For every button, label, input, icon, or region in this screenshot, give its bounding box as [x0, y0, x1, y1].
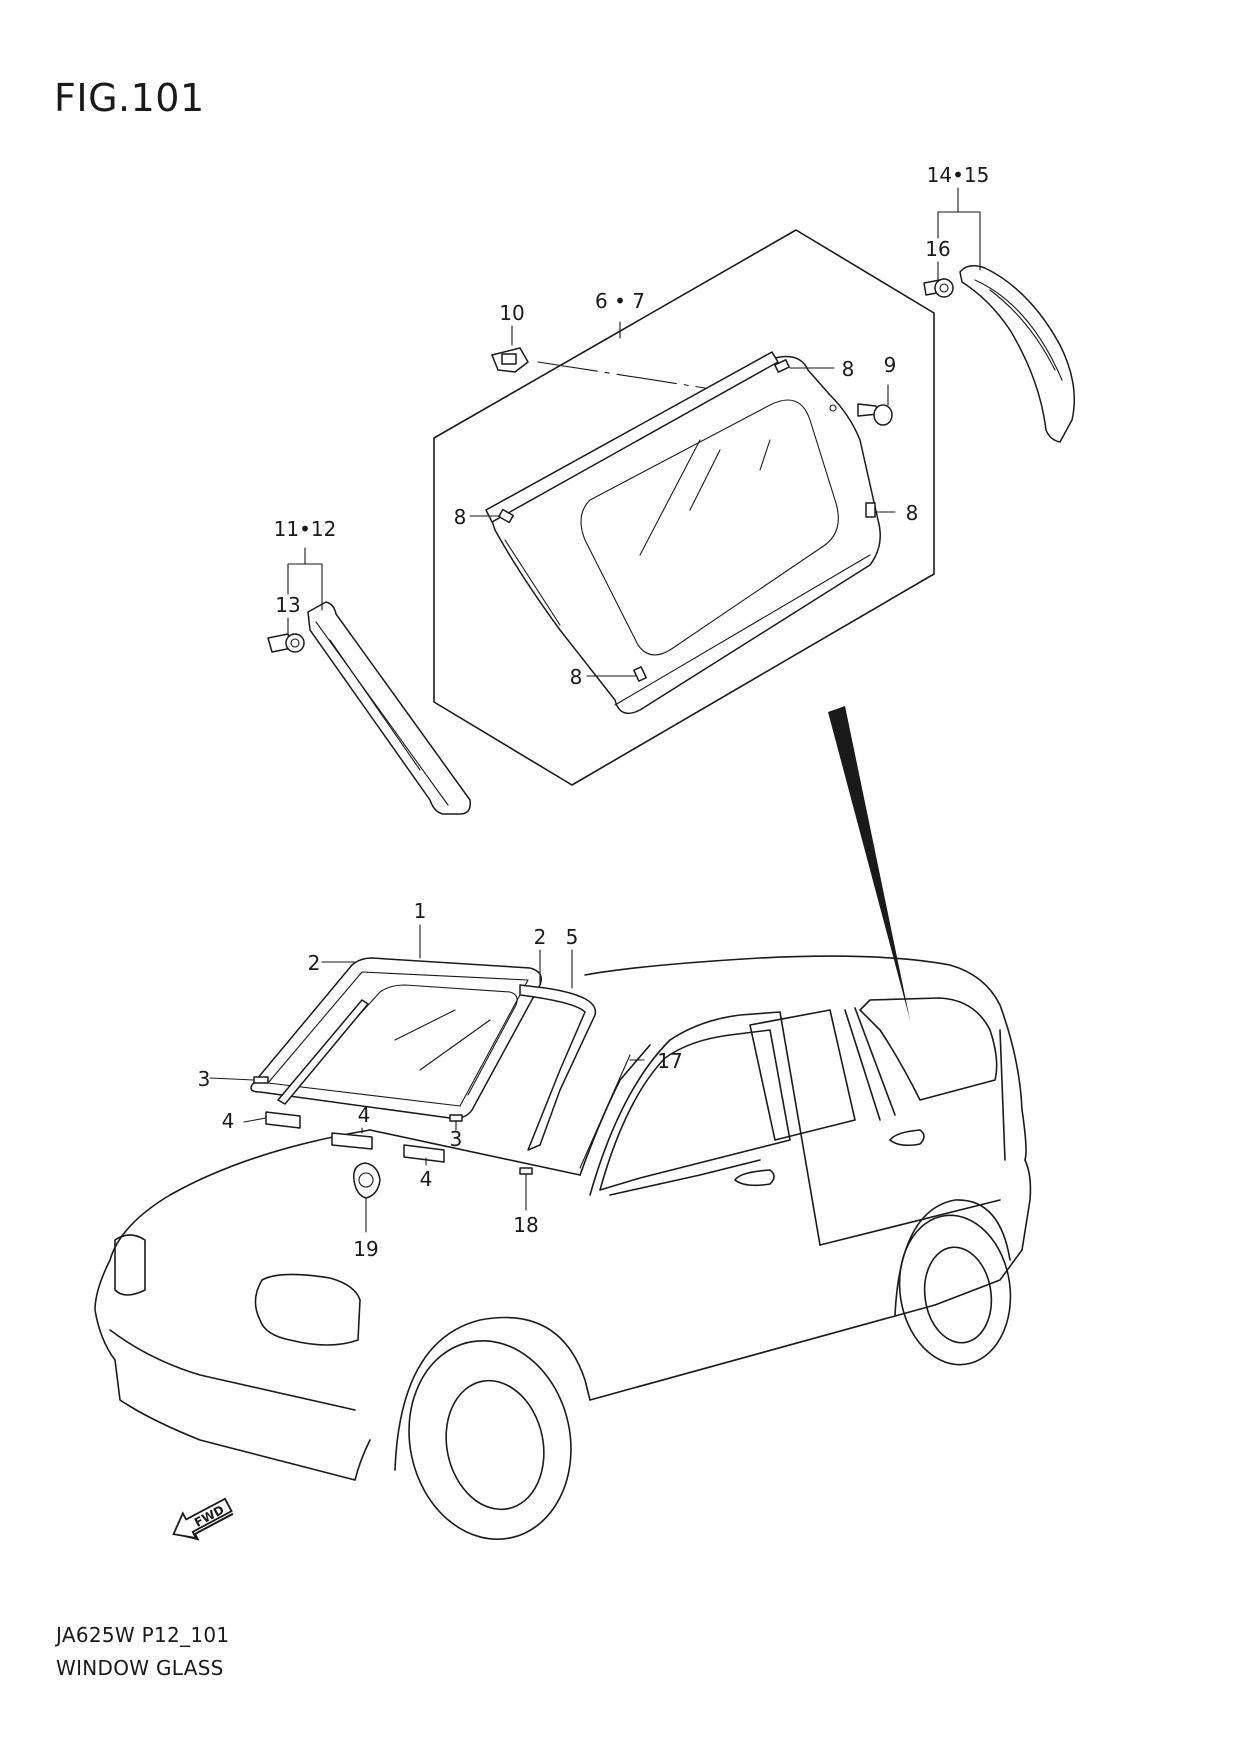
callout-10: 10: [499, 301, 524, 325]
callout-labels: 1 2 2 5 3 4 4 3 4 17 18 19 6 • 7 10 8 9 …: [198, 163, 990, 1261]
callout-1: 1: [414, 899, 427, 923]
callout-11-12: 11•12: [274, 517, 337, 541]
callout-18: 18: [513, 1213, 538, 1237]
fwd-arrow-icon: FWD: [172, 1497, 234, 1541]
pointer-wedge: [828, 706, 910, 1020]
callout-5: 5: [566, 925, 579, 949]
quarter-glass-group: [433, 229, 935, 786]
diagram-code: JA625W P12_101: [56, 1623, 230, 1647]
callout-9: 9: [884, 353, 897, 377]
callout-3: 3: [450, 1127, 463, 1151]
callout-4: 4: [358, 1103, 371, 1127]
callout-8: 8: [454, 505, 467, 529]
grommet-icon: [267, 633, 305, 653]
callout-17: 17: [657, 1049, 682, 1073]
callout-8: 8: [570, 665, 583, 689]
callout-6-7: 6 • 7: [595, 289, 645, 313]
diagram-name: WINDOW GLASS: [56, 1656, 224, 1680]
front-pillar-moulding: [307, 601, 471, 815]
callout-19: 19: [353, 1237, 378, 1261]
rear-quarter-moulding: [959, 265, 1075, 443]
callout-3: 3: [198, 1067, 211, 1091]
callout-14-15: 14•15: [927, 163, 990, 187]
clip-icon: [491, 347, 529, 373]
callout-4: 4: [420, 1167, 433, 1191]
windshield-assembly: [250, 957, 631, 1199]
callout-8: 8: [842, 357, 855, 381]
clip-icon: [923, 278, 954, 298]
callout-8: 8: [906, 501, 919, 525]
callout-16: 16: [925, 237, 950, 261]
leader-lines: [209, 187, 981, 1233]
callout-4: 4: [222, 1109, 235, 1133]
callout-13: 13: [275, 593, 300, 617]
callout-2: 2: [534, 925, 547, 949]
callout-2: 2: [308, 951, 321, 975]
vehicle-outline: [94, 955, 1032, 1541]
figure-title: FIG.101: [54, 76, 205, 120]
